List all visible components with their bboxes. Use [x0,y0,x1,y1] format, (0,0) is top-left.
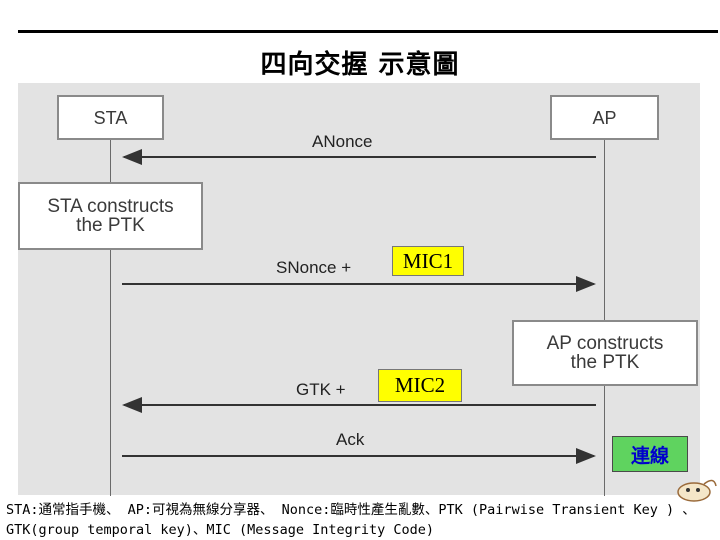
top-rule [18,30,718,33]
gtk-label: GTK + [296,380,346,399]
anonce-label: ANonce [312,132,373,151]
legend-note: STA:通常指手機、 AP:可視為無線分享器、 Nonce:臨時性產生亂數、PT… [6,502,696,538]
ack-label: Ack [336,430,365,449]
slide-title: 四向交握 示意圖 [260,50,460,80]
sta-constructs-line2: the PTK [76,215,145,236]
sta-participant-label: STA [93,107,128,128]
mic2-tag: MIC2 [378,369,462,402]
ap-participant-label: AP [592,107,617,128]
sta-constructs-line1: STA constructs [47,196,174,217]
ap-constructs-box: AP constructs the PTK [512,320,698,386]
ap-constructs-line1: AP constructs [546,333,664,354]
mic1-tag: MIC1 [392,246,464,276]
sta-lifeline [110,140,111,496]
ap-constructs-line2: the PTK [570,352,640,373]
connect-badge: 連線 [612,436,688,472]
sta-constructs-box: STA constructs the PTK [18,182,203,250]
doodle-icon [677,479,717,502]
snonce-label: SNonce + [276,258,352,277]
ap-lifeline [604,140,605,496]
ap-participant-box: AP [550,95,659,140]
sta-participant-box: STA [57,95,164,140]
